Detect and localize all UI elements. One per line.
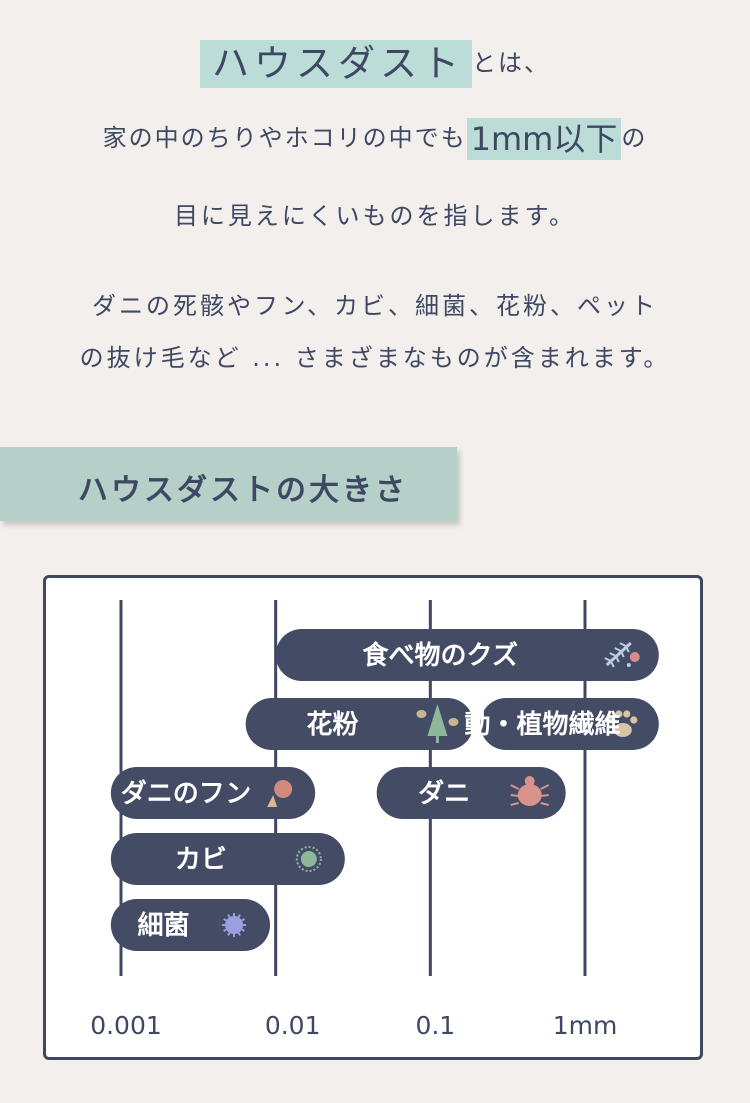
bacteria-icon — [222, 913, 247, 937]
bar-6: 細菌 — [110, 899, 271, 951]
bar-label-1: 花粉 — [307, 710, 359, 740]
bar-2: 動・植物繊維 — [464, 698, 659, 750]
intro-line-2-pre: 家の中のちりやホコリの中でも — [102, 124, 467, 152]
bar-shape-0 — [275, 629, 659, 681]
bar-shape-3 — [110, 767, 316, 819]
mold-spore-icon — [295, 846, 322, 872]
highlight-size: 1mm以下 — [466, 118, 622, 160]
tree-pollen-icon — [416, 704, 459, 743]
highlight-term: ハウスダスト — [200, 40, 472, 88]
bar-shape-5 — [110, 833, 345, 885]
bar-4: ダニ — [376, 767, 566, 819]
bar-shape-2 — [480, 698, 659, 750]
bar-label-5: カビ — [175, 845, 227, 875]
bar-5: カビ — [110, 833, 345, 885]
bar-3: ダニのフン — [110, 767, 316, 819]
tick-label-3: 1mm — [553, 1011, 618, 1040]
tick-label-1: 0.01 — [265, 1011, 321, 1040]
size-chart: 0.001 0.01 0.1 1mm 食べ物のクズ花粉 動・植物繊維ダニのフン ダニカビ細菌 — [43, 575, 703, 1060]
intro-line-3: 目に見えにくいものを指します。 — [173, 202, 577, 230]
intro-line-2-post: の — [621, 124, 648, 152]
section-heading-text: ハウスダストの大きさ — [78, 473, 408, 508]
intro-line-5: の抜け毛など ... さまざまなものが含まれます。 — [79, 344, 671, 372]
tick-label-0: 0.001 — [90, 1011, 162, 1040]
bar-shape-4 — [376, 767, 566, 819]
intro-line-4: ダニの死骸やフン、カビ、細菌、花粉、ペット — [91, 292, 659, 320]
bar-1: 花粉 — [245, 698, 474, 750]
bar-label-0: 食べ物のクズ — [362, 640, 517, 671]
bar-label-2: 動・植物繊維 — [464, 709, 620, 740]
section-heading: ハウスダストの大きさ — [0, 447, 457, 521]
paw-icon — [608, 710, 638, 737]
bar-shape-6 — [110, 899, 271, 951]
dropping-icon — [267, 780, 293, 807]
intro-line-1: ハウスダストとは、 — [0, 40, 750, 88]
fish-bone-icon — [604, 641, 640, 668]
mite-icon — [510, 776, 550, 806]
bar-label-6: 細菌 — [137, 911, 189, 941]
bar-0: 食べ物のクズ — [275, 629, 659, 681]
tick-label-2: 0.1 — [415, 1011, 455, 1040]
bar-shape-1 — [245, 698, 474, 750]
bar-label-4: ダニ — [418, 778, 470, 809]
intro-line-1-rest: とは、 — [472, 49, 550, 77]
bar-label-3: ダニのフン — [121, 778, 252, 809]
